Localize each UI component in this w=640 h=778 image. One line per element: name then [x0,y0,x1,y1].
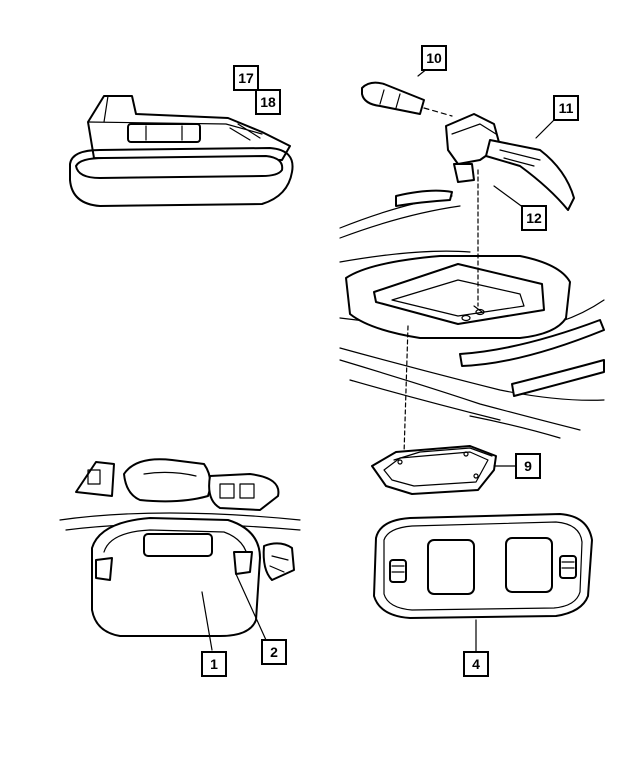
callout-11-label: 11 [559,100,574,116]
callout-17-label: 17 [238,70,254,86]
callout-2: 2 [261,639,287,665]
leader-2 [235,573,267,641]
callout-10: 10 [421,45,447,71]
switch-right [559,555,577,579]
switch-left [389,559,407,583]
roof-panel [339,189,605,439]
vehicle-interior-view [59,458,301,637]
callout-1-label: 1 [210,656,218,672]
callout-18: 18 [255,89,281,115]
bulb [127,123,201,143]
lens-right [505,537,553,593]
bulb-10 [361,81,425,115]
callout-4-label: 4 [472,656,480,672]
interior-lens [143,533,213,557]
callout-12-label: 12 [526,210,542,226]
callout-4: 4 [463,651,489,677]
lens-left [427,539,475,595]
dome-lamp-assembly [69,95,294,207]
leader-9-dashed [403,325,409,455]
callout-10-label: 10 [426,50,442,66]
callout-11: 11 [553,95,579,121]
callout-1: 1 [201,651,227,677]
bezel-9 [371,445,497,495]
callout-12: 12 [521,205,547,231]
overhead-console-4 [373,513,593,619]
leader-12 [493,185,525,209]
callout-9: 9 [515,453,541,479]
leader-11 [535,117,557,139]
callout-17: 17 [233,65,259,91]
callout-2-label: 2 [270,644,278,660]
callout-9-label: 9 [524,458,532,474]
callout-18-label: 18 [260,94,276,110]
leader-1 [201,591,213,651]
map-lamp-harness [361,81,575,313]
